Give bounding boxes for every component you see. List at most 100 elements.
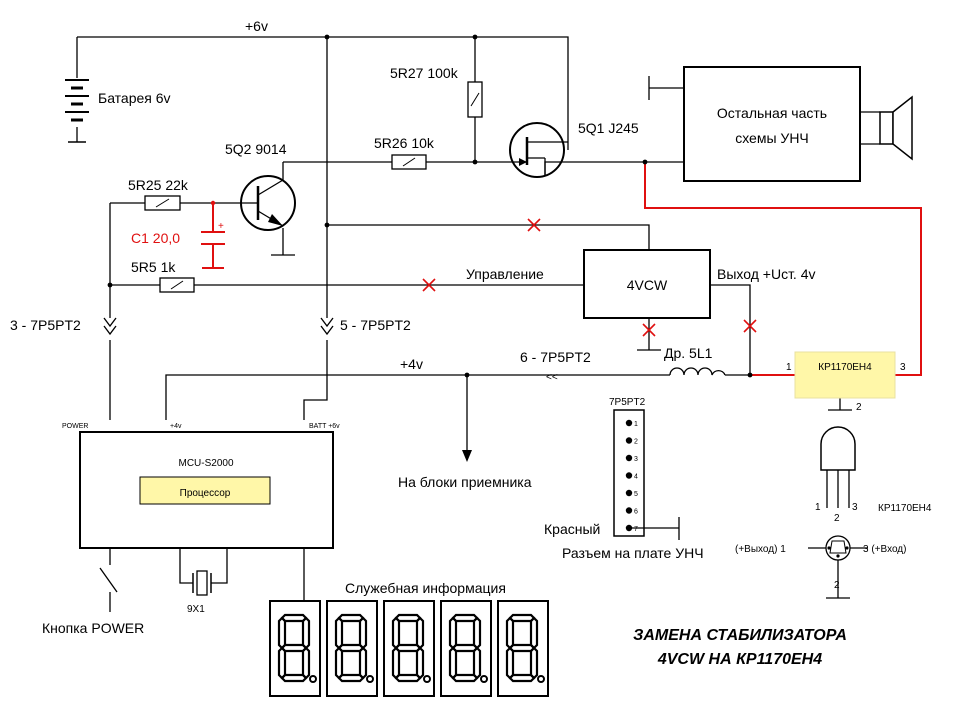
display-digit [269, 600, 321, 697]
connector-pin-number: 3 [634, 456, 638, 463]
display-segment [394, 643, 422, 653]
resistor-r27: 5R27 100k [390, 65, 483, 118]
wire-mod-input [644, 162, 922, 376]
wire-plus6-rail [77, 36, 569, 150]
amp-label-line1: Остальная часть [717, 105, 827, 121]
q2-label: 5Q2 9014 [225, 141, 287, 157]
rail-plus6-label: +6v [245, 18, 268, 34]
junctions [107, 34, 753, 378]
display-decimal-point [480, 675, 488, 683]
mcu-name: MCU-S2000 [178, 458, 233, 469]
button-label: Кнопка POWER [42, 620, 144, 636]
display-digit [497, 600, 549, 697]
connector-marks: 3 - 7P5PT2 5 - 7P5PT2 6 - 7P5PT2 << [10, 317, 591, 383]
pinout-bot: 2 [834, 580, 840, 591]
r26-label: 5R26 10k [374, 135, 435, 151]
c1-plus-sign: + [218, 221, 224, 232]
wire-batt-pin [303, 340, 328, 420]
wire-4vcw-output [710, 284, 751, 375]
mcu-block: MCU-S2000 Процессор POWER +4v BATT +6v [62, 423, 340, 549]
connector-pin [625, 437, 633, 444]
mcu-pin-4v: +4v [170, 423, 182, 430]
display-segment [280, 643, 308, 653]
wire-q1-to-amp [544, 161, 684, 175]
display-segment [337, 643, 365, 653]
pinout-in: 3 (+Вход) [863, 544, 906, 555]
battery: Батарея 6v [65, 79, 171, 143]
choke-l1: Др. 5L1 [664, 345, 726, 376]
rail-plus4-label: +4v [400, 356, 423, 372]
display-decimal-point [309, 675, 317, 683]
connector-pin-number: 5 [634, 491, 638, 498]
kr-pinout: 1 2 3 КР1170ЕН4 (+Выход) 1 3 (+Вход) 2 [735, 426, 932, 599]
resistor-r25: 5R25 22k [128, 177, 189, 211]
connector-pin [625, 419, 633, 427]
cut-icon [743, 319, 757, 333]
resistor-r5: 5R5 1k [131, 259, 195, 293]
modification-wires: + [201, 162, 922, 376]
connector-title: 7P5PT2 [609, 397, 646, 408]
pinout-p2: 2 [834, 513, 840, 524]
cut-icon [422, 278, 436, 292]
connector-pin [625, 472, 633, 479]
receiver-label: На блоки приемника [398, 474, 532, 490]
transistor-q1: 5Q1 J245 [509, 120, 639, 178]
seven-segment-display [269, 600, 549, 697]
wire-crystal-left [179, 548, 193, 584]
display-segment [508, 643, 536, 653]
connector-p2-6: 6 - 7P5PT2 [520, 349, 591, 365]
cut-icon [642, 323, 656, 337]
transistor-q2: 5Q2 9014 [225, 141, 296, 231]
junction-c1 [210, 200, 216, 206]
battery-label: Батарея 6v [98, 90, 171, 106]
choke-label: Др. 5L1 [664, 345, 713, 361]
q1-label: 5Q1 J245 [578, 120, 639, 136]
switch-lever [99, 567, 118, 593]
r27-label: 5R27 100k [390, 65, 459, 81]
display-decimal-point [537, 675, 545, 683]
pinout-name: КР1170ЕН4 [878, 503, 932, 514]
connector-p2-3: 3 - 7P5PT2 [10, 317, 81, 333]
kr-name: КР1170ЕН4 [818, 362, 872, 373]
4vcw-control-label: Управление [466, 266, 544, 282]
title-line1: ЗАМЕНА СТАБИЛИЗАТОРА [633, 627, 847, 644]
mcu-pin-power: POWER [62, 423, 88, 430]
connector-pin-number: 7 [634, 526, 638, 533]
amp-block: Остальная часть схемы УНЧ [683, 66, 861, 182]
connector-p2-5: 5 - 7P5PT2 [340, 317, 411, 333]
4vcw-output-label: Выход +Uст. 4v [717, 266, 816, 282]
pinout-p3: 3 [852, 502, 858, 513]
display-digit [440, 600, 492, 697]
wire-crystal-right [211, 548, 228, 584]
display-title: Служебная информация [345, 580, 506, 596]
resistor-r26: 5R26 10k [374, 135, 435, 170]
mcu-pin-batt: BATT +6v [309, 423, 340, 430]
title-line2: 4VCW НА КР1170ЕН4 [657, 651, 822, 668]
regulator-4vcw: 4VCW Управление Выход +Uст. 4v [466, 249, 816, 319]
r5-label: 5R5 1k [131, 259, 176, 275]
cut-marks [422, 218, 757, 337]
display-digit [326, 600, 378, 697]
display-digit [383, 600, 435, 697]
connector-red-label: Красный [544, 521, 600, 537]
connector-pin-number: 2 [634, 439, 638, 446]
connector-pin [625, 454, 633, 462]
display-segment [451, 643, 479, 653]
connector-pin-number: 1 [634, 421, 638, 428]
pinout-p1: 1 [815, 502, 821, 513]
c1-label: C1 20,0 [131, 230, 180, 246]
connector-caption: Разъем на плате УНЧ [562, 545, 704, 561]
crystal-label: 9X1 [187, 604, 205, 615]
display-decimal-point [366, 675, 374, 683]
arrow-receiver-icon [462, 450, 472, 462]
wire-plus4-rail [165, 374, 670, 420]
regulator-kr1170en4: КР1170ЕН4 1 3 2 [786, 351, 906, 413]
speaker-icon [860, 95, 913, 161]
connector-pin [625, 507, 633, 514]
4vcw-name: 4VCW [627, 277, 668, 293]
chevron-down-icon [320, 317, 334, 336]
display-decimal-point [423, 675, 431, 683]
kr-pin2: 2 [856, 402, 862, 413]
